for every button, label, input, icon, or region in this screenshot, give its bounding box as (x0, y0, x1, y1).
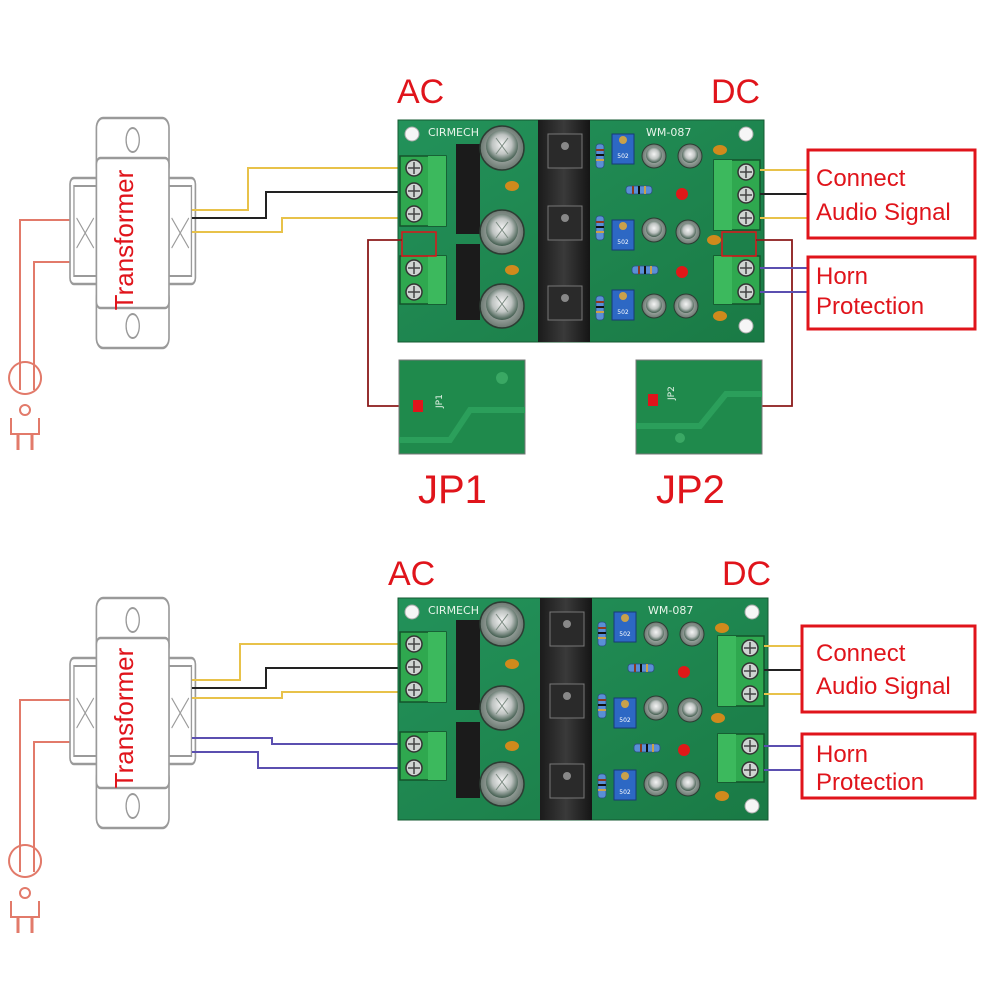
horn-line2: Protection (816, 769, 924, 796)
dc-label: DC (711, 73, 760, 111)
wire-ac2 (192, 217, 400, 233)
plug-icon (7, 360, 43, 452)
connect-line2: Audio Signal (816, 673, 951, 700)
pcb-board: CIRMECH WM-087 (397, 597, 769, 821)
mains-wire (19, 699, 75, 872)
horn-protection-box: Horn Protection (800, 732, 977, 800)
wire-aux1 (192, 737, 400, 745)
horn-protection-box: Horn Protection (806, 255, 977, 331)
horn-line1: Horn (816, 263, 868, 290)
dc-label: DC (722, 555, 771, 593)
wire-ac1 (192, 643, 400, 681)
horn-line2: Protection (816, 293, 924, 320)
wire-gnd (192, 667, 400, 689)
horn-line1: Horn (816, 741, 868, 768)
jp1-caption: JP1 (418, 468, 487, 512)
jp1-silk: JP1 (435, 394, 445, 409)
board-brand: CIRMECH (428, 604, 479, 617)
connect-audio-box: Connect Audio Signal (800, 624, 977, 714)
ac-label: AC (388, 555, 435, 593)
jp2-caption: JP2 (656, 468, 725, 512)
jp2-inset: JP2 (635, 359, 763, 455)
mains-wire (19, 219, 75, 390)
plug-icon (7, 843, 43, 935)
connect-line1: Connect (816, 640, 906, 667)
wire-ac1 (192, 167, 400, 211)
connect-line2: Audio Signal (816, 199, 951, 226)
top-section: AC DC Transformer CIRMECH WM-087 (7, 73, 977, 512)
board-model: WM-087 (646, 126, 691, 139)
transformer-label: Transformer (109, 647, 139, 788)
jp2-silk: JP2 (667, 386, 677, 401)
board-model: WM-087 (648, 604, 693, 617)
wire-gnd (192, 191, 400, 219)
jp1-leader (367, 239, 410, 407)
transformer-label: Transformer (109, 169, 139, 310)
jp2-leader (756, 239, 793, 407)
bottom-section: AC DC Transformer CIRMECH WM-087 (7, 555, 977, 935)
jp1-inset: JP1 (398, 359, 526, 455)
pcb-board: CIRMECH WM-087 (397, 119, 765, 343)
wire-ac2 (192, 691, 400, 699)
wire-aux2 (192, 751, 400, 769)
connect-audio-box: Connect Audio Signal (806, 148, 977, 240)
board-brand: CIRMECH (428, 126, 479, 139)
connect-line1: Connect (816, 165, 906, 192)
ac-label: AC (397, 73, 444, 111)
